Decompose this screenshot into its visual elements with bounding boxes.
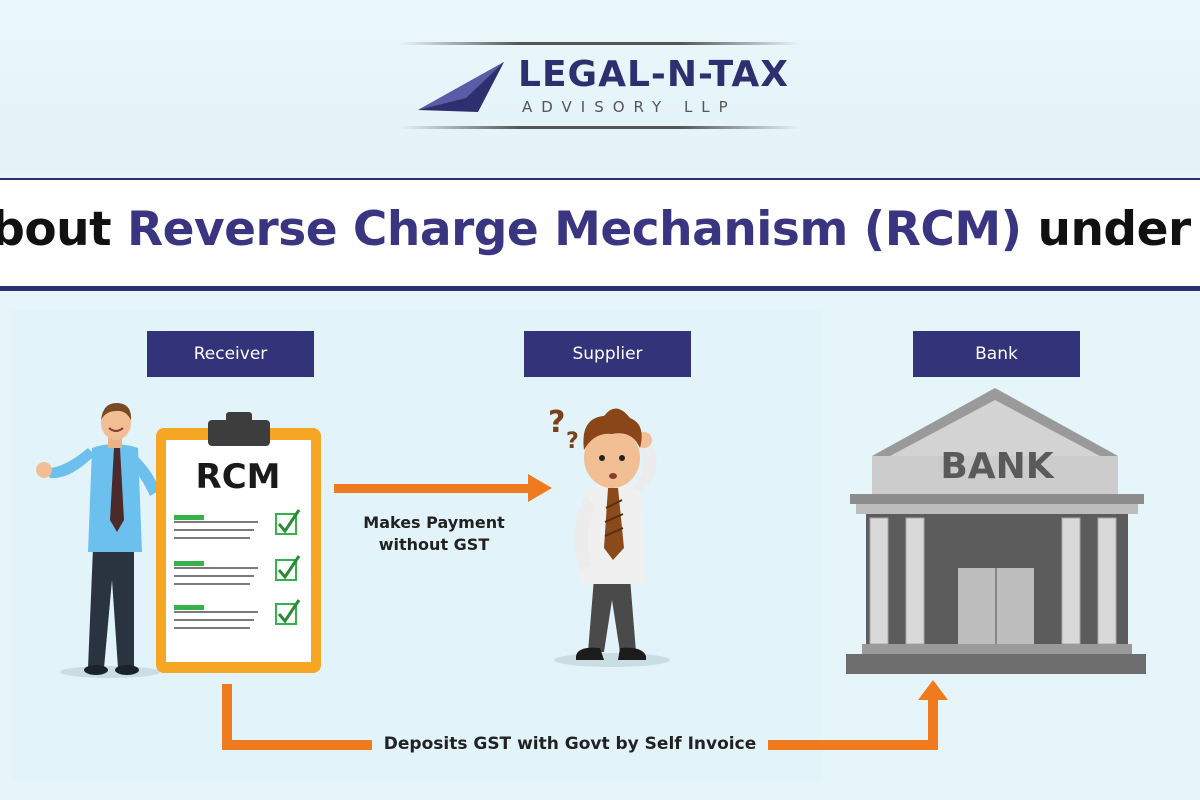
bank-sign: BANK [940, 446, 1054, 487]
title-banner: about Reverse Charge Mechanism (RCM) und… [0, 178, 1200, 291]
receiver-label: Receiver [147, 331, 314, 377]
deposit-flow-label: Deposits GST with Govt by Self Invoice [383, 734, 757, 754]
confused-supplier-icon: ? ? [548, 405, 670, 667]
rcm-clipboard-icon [156, 412, 321, 673]
payment-arrow-icon [334, 474, 552, 502]
supplier-label: Supplier [524, 331, 691, 377]
title-prefix: about [0, 202, 112, 257]
svg-text:?: ? [566, 429, 579, 454]
bank-label: Bank [913, 331, 1080, 377]
payment-flow-label: Makes Payment without GST [344, 512, 524, 556]
logo-rule-bottom [400, 126, 800, 129]
receiver-man-icon [36, 402, 160, 678]
header-band [0, 0, 1200, 175]
svg-text:?: ? [548, 405, 565, 440]
paper-plane-logo-icon [418, 62, 504, 112]
clipboard-heading: RCM [196, 457, 281, 497]
logo-rule-top [400, 42, 800, 45]
deposit-arrow-icon [222, 680, 948, 750]
diagram-panel [12, 310, 822, 780]
title-suffix: under G [1037, 202, 1200, 257]
company-logo: LEGAL-N-TAX ADVISORY LLP [400, 40, 800, 135]
logo-name: LEGAL-N-TAX [518, 54, 789, 95]
title-highlight: Reverse Charge Mechanism (RCM) [126, 202, 1022, 257]
page-title: about Reverse Charge Mechanism (RCM) und… [0, 202, 1200, 257]
payment-label-line1: Makes Payment [363, 513, 505, 532]
logo-subtitle: ADVISORY LLP [522, 98, 737, 116]
bank-building-icon [846, 388, 1146, 674]
payment-label-line2: without GST [378, 535, 490, 554]
